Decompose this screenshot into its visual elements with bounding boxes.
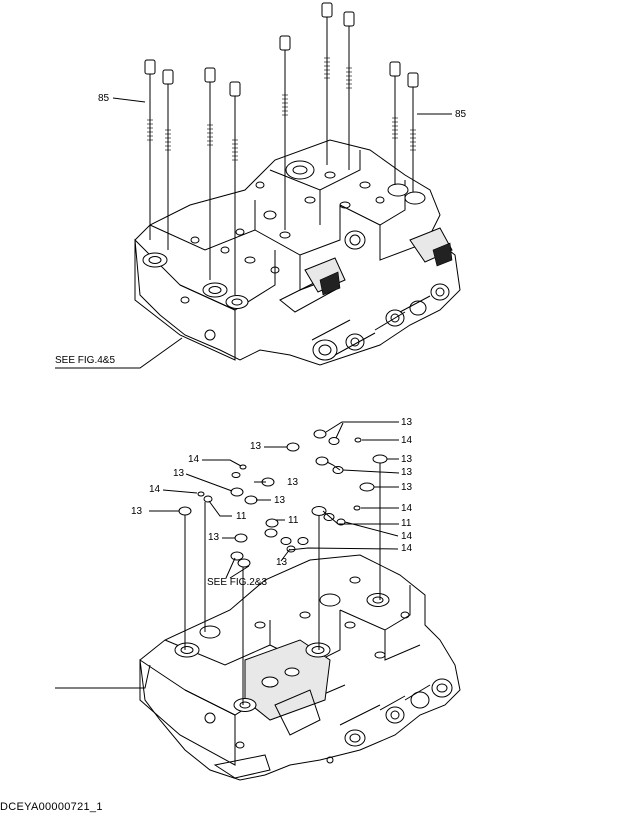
leader-see-fig-4-5 [55, 337, 183, 369]
o-ring [286, 442, 300, 452]
upper-bolts [144, 2, 419, 295]
callout-13: 13 [250, 441, 262, 452]
o-ring [354, 437, 362, 443]
callout-11: 11 [401, 518, 412, 529]
o-ring [353, 505, 361, 511]
o-ring [264, 528, 278, 538]
o-ring [265, 518, 279, 528]
o-ring [332, 466, 344, 474]
o-ring [280, 537, 292, 545]
o-ring [197, 491, 205, 497]
callout-14: 14 [149, 484, 161, 495]
lower-bosses [174, 576, 410, 779]
o-ring [203, 495, 213, 503]
callout-14: 14 [188, 454, 200, 465]
bolt [144, 59, 156, 240]
o-ring [234, 533, 248, 543]
bolt [343, 11, 355, 170]
callout-14: 14 [401, 503, 413, 514]
o-ring [359, 482, 375, 492]
label-85-right: 85 [455, 109, 467, 120]
o-ring [230, 487, 244, 497]
lower-valve-assembly [55, 421, 461, 781]
upper-spool-bank [279, 227, 453, 361]
callout-13: 13 [131, 506, 143, 517]
leader-see-fig-2-3 [55, 664, 151, 689]
bolt [279, 35, 291, 230]
o-ring [244, 495, 258, 505]
callout-13: 13 [173, 468, 185, 479]
callout-13: 13 [401, 482, 413, 493]
callout-13: SEE FIG.2&3 [207, 577, 268, 588]
callout-13: 13 [401, 467, 413, 478]
callout-11: 11 [236, 511, 247, 522]
o-ring [297, 537, 309, 545]
o-ring [231, 472, 241, 478]
callout-14: 14 [401, 531, 413, 542]
upper-bosses [142, 160, 426, 341]
label-see-fig-4-5: SEE FIG.4&5 [55, 355, 116, 366]
bolt [204, 67, 216, 280]
o-ring [230, 551, 244, 561]
callout-13: 13 [287, 477, 299, 488]
callout-13: 13 [401, 454, 413, 465]
leader-85-left [112, 97, 146, 103]
o-ring [372, 454, 388, 464]
upper-valve-assembly [55, 2, 461, 369]
bolt [229, 81, 241, 295]
o-ring [313, 429, 327, 439]
drawing-id: DCEYA00000721_1 [0, 801, 103, 813]
upper-valve-body [134, 139, 461, 366]
lower-leaders [55, 421, 400, 689]
callout-11: 11 [288, 515, 299, 526]
bolt [162, 69, 174, 250]
o-ring [323, 513, 335, 521]
callout-13: 13 [208, 532, 220, 543]
callout-13: 13 [274, 495, 286, 506]
lower-spool-bank [274, 678, 453, 747]
bolt [389, 61, 401, 185]
o-ring [328, 437, 340, 445]
exploded-o-rings [178, 429, 388, 568]
o-ring [239, 464, 247, 470]
o-ring [315, 456, 329, 466]
callout-13: 13 [401, 417, 413, 428]
o-ring [178, 506, 192, 516]
callout-14: 14 [401, 543, 413, 554]
bolt [407, 72, 419, 192]
label-85-left: 85 [98, 93, 110, 104]
callout-13: 13 [276, 557, 288, 568]
bolt [321, 2, 333, 165]
o-ring [237, 558, 251, 568]
o-ring [311, 506, 327, 516]
callout-14: 14 [401, 435, 413, 446]
